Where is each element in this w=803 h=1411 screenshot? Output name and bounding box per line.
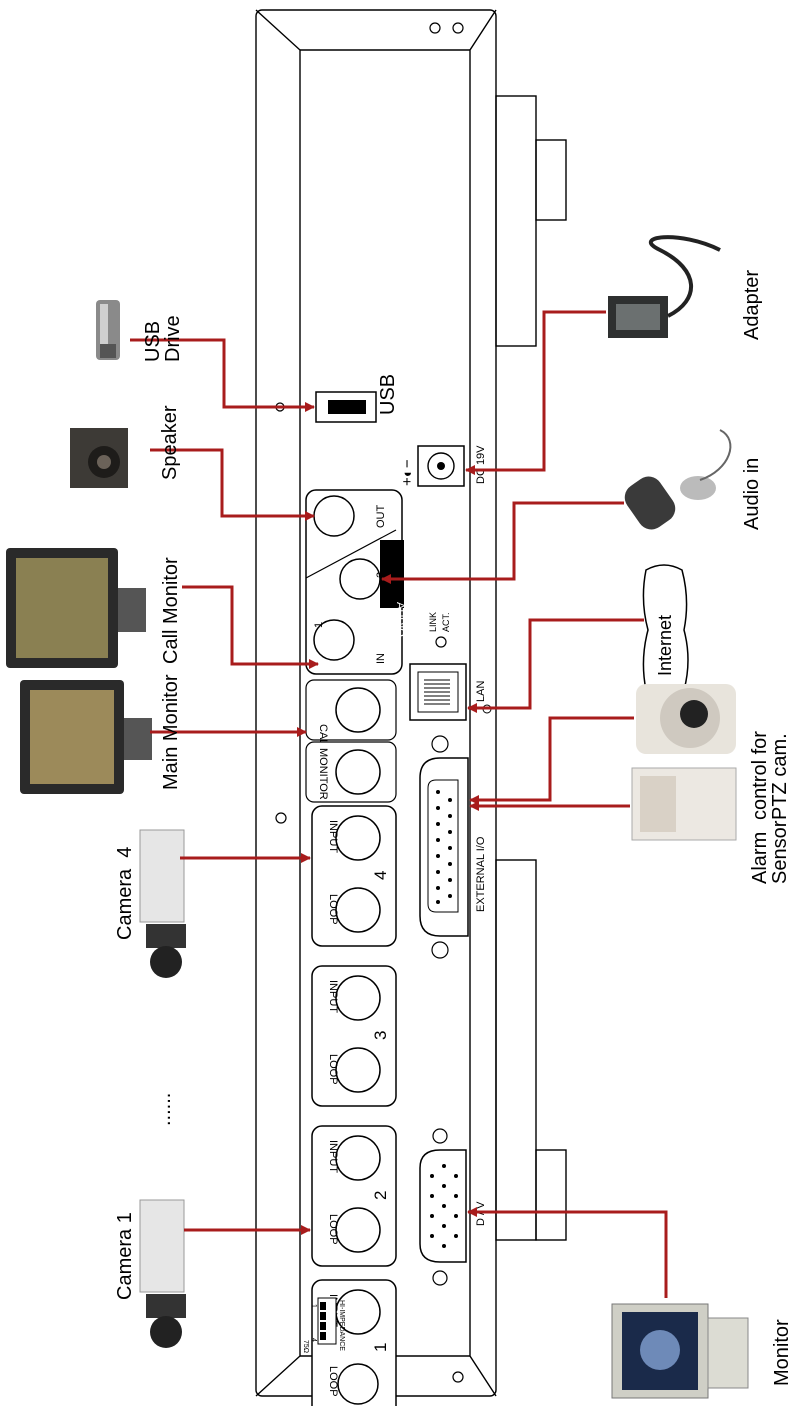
- ch3-number: 3: [371, 1031, 390, 1040]
- ch4-input-bnc[interactable]: [335, 815, 381, 861]
- alarm-sensor-label: AlarmSensor: [749, 820, 791, 884]
- ch3-input-label: INPUT: [327, 980, 339, 1013]
- channel-3-group: INPUT LOOP 3: [311, 965, 397, 1107]
- audio-in-1-jack[interactable]: [313, 619, 355, 661]
- adapter-icon: [608, 235, 721, 338]
- monitor-device-label: Monitor: [771, 1319, 793, 1386]
- audio-block: AUDIO OUT IN 1 2: [305, 489, 406, 675]
- main-monitor-label: Main Monitor: [160, 674, 182, 790]
- connection-arrows: [130, 310, 668, 1298]
- link-label: LINK: [428, 612, 438, 632]
- impedance-label: HI-IMPEDANCE: [338, 1300, 345, 1351]
- call-monitor-label: Call Monitor: [160, 557, 182, 664]
- microphone-icon: [624, 429, 732, 530]
- channel-4-group: INPUT LOOP 4: [311, 805, 397, 947]
- ch3-loop-label: LOOP: [327, 1054, 339, 1085]
- call-output[interactable]: CALL: [305, 679, 397, 752]
- camera-1-label: Camera 1: [114, 1212, 136, 1300]
- camera-4-icon: [139, 829, 186, 978]
- audio-in-label: IN: [375, 653, 387, 664]
- ch4-loop-bnc[interactable]: [335, 887, 381, 933]
- main-monitor-icon: [20, 680, 152, 794]
- dip-4-label: 4: [310, 1338, 317, 1342]
- ptz-label: control forPTZ cam.: [749, 731, 791, 820]
- camera-4-label: Camera 4: [114, 847, 136, 940]
- arrow-call-monitor: [182, 585, 319, 669]
- ch3-loop-bnc[interactable]: [335, 1047, 381, 1093]
- internet-label: Internet: [655, 615, 675, 676]
- ch4-input-label: INPUT: [327, 820, 339, 853]
- ch2-loop-bnc[interactable]: [335, 1207, 381, 1253]
- monitor-label: MONITOR: [317, 748, 329, 800]
- dv-vga-port[interactable]: D / V: [419, 1128, 487, 1286]
- speaker-label: Speaker: [159, 405, 181, 480]
- monitor-icon: [611, 1303, 749, 1399]
- dc-label: DC 19V: [475, 445, 487, 484]
- arrow-monitor: [467, 1207, 668, 1298]
- ptz-camera-icon: [636, 684, 736, 754]
- ch1-loop-label: LOOP: [327, 1366, 339, 1397]
- ch2-input-bnc[interactable]: [335, 1135, 381, 1181]
- ch1-number: 1: [371, 1343, 390, 1352]
- audio-out-label: OUT: [375, 505, 387, 529]
- arrow-speaker: [150, 448, 315, 521]
- ch4-loop-label: LOOP: [327, 894, 339, 925]
- arrow-usb-drive: [130, 338, 315, 412]
- arrow-audio-in: [381, 501, 624, 584]
- lan-label: LAN: [475, 681, 487, 702]
- audio-in-2-jack[interactable]: [339, 558, 381, 600]
- channel-2-group: INPUT LOOP 2: [311, 1125, 397, 1267]
- arrow-ptz: [469, 716, 634, 805]
- monitor-output[interactable]: MONITOR: [305, 741, 397, 803]
- alarm-sensor-icon: [631, 767, 737, 841]
- camera-1-icon: [139, 1199, 186, 1348]
- usb-drive-icon: [96, 300, 120, 360]
- dc-power-jack[interactable]: +◐− DC 19V: [399, 445, 487, 487]
- ch3-input-bnc[interactable]: [335, 975, 381, 1021]
- audio-in-2-label: 2: [375, 572, 387, 578]
- audio-in-device-label: Audio in: [741, 458, 763, 530]
- arrow-internet: [467, 618, 644, 713]
- usb-drive-label: USBDrive: [142, 315, 184, 362]
- ch4-number: 4: [371, 871, 390, 880]
- audio-in-1-label: 1: [313, 622, 325, 628]
- adapter-label: Adapter: [741, 270, 763, 340]
- ch2-number: 2: [371, 1191, 390, 1200]
- lan-port[interactable]: LAN: [409, 663, 492, 721]
- external-io-port[interactable]: EXTERNAL I/O: [419, 735, 487, 959]
- ch1-loop-bnc[interactable]: [337, 1363, 379, 1405]
- polarity-symbol: +◐−: [399, 459, 416, 486]
- arrow-adapter: [465, 310, 606, 475]
- speaker-icon: [70, 428, 128, 488]
- usb-port-label: USB: [377, 374, 399, 415]
- external-io-label: EXTERNAL I/O: [475, 836, 487, 912]
- usb-port[interactable]: USB: [315, 374, 399, 423]
- impedance-dip-switch[interactable]: HI-IMPEDANCE 75Ω 1 4: [302, 1297, 345, 1353]
- audio-out-jack[interactable]: [313, 495, 355, 537]
- dip-1-label: 1: [310, 1304, 317, 1308]
- act-label: ACT.: [441, 612, 451, 632]
- call-monitor-icon: [6, 548, 146, 668]
- link-act-led: LINK ACT.: [428, 612, 451, 648]
- ch2-loop-label: LOOP: [327, 1214, 339, 1245]
- dip-75-label: 75Ω: [302, 1340, 309, 1353]
- ch2-input-label: INPUT: [327, 1140, 339, 1173]
- audio-label: AUDIO: [394, 602, 406, 637]
- dots-label: ......: [153, 1093, 175, 1126]
